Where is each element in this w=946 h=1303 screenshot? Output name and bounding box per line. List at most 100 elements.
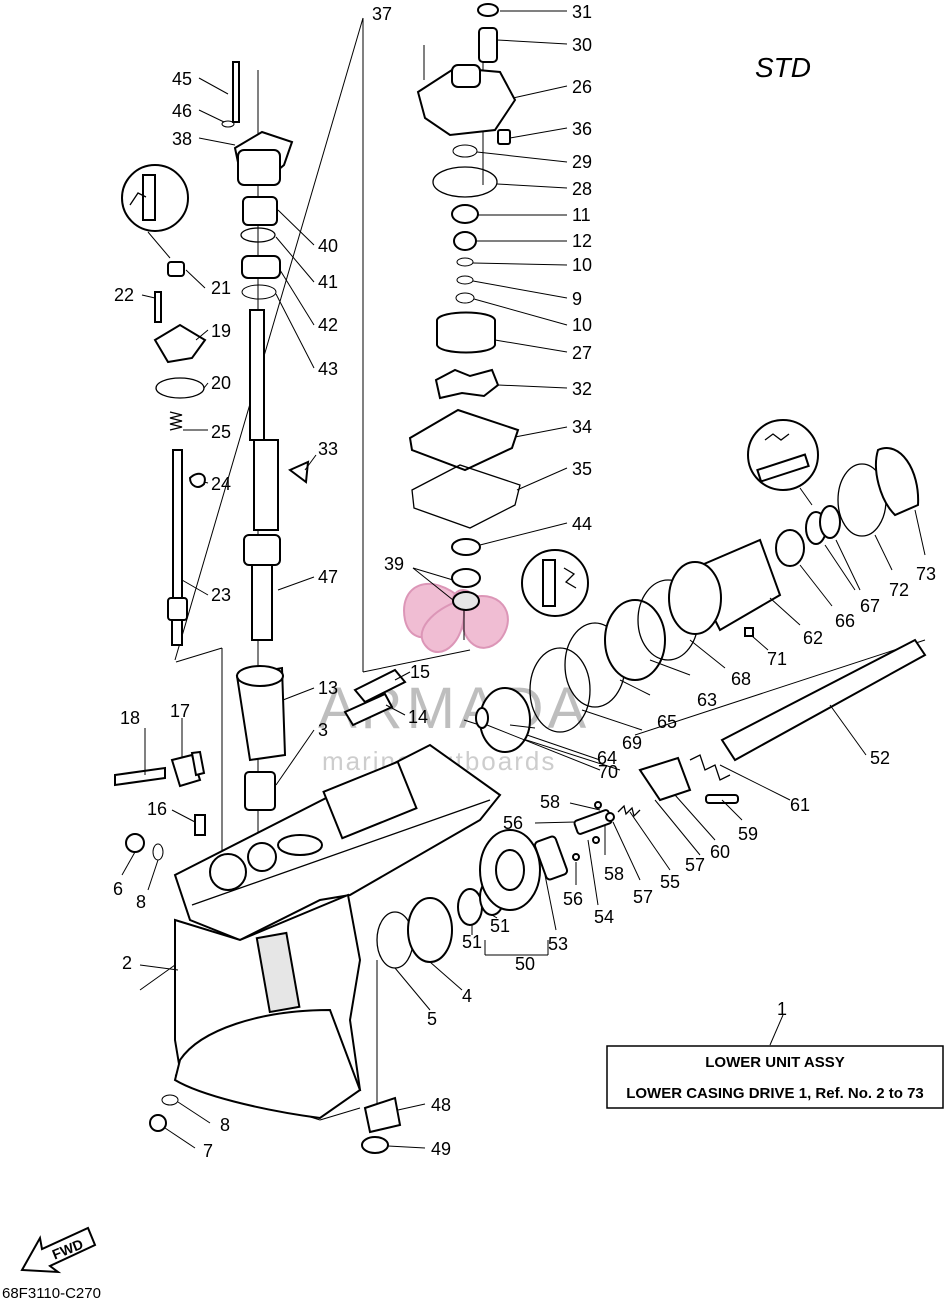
callout-44: 44 [572, 514, 592, 534]
callout-53: 53 [548, 934, 568, 954]
callout-4: 4 [462, 986, 472, 1006]
bolt-16 [194, 814, 206, 836]
callout-70: 70 [598, 762, 618, 782]
bearing-51a [457, 888, 483, 926]
callout-21: 21 [211, 278, 231, 298]
callout-34: 34 [572, 417, 592, 437]
callout-12: 12 [572, 231, 592, 251]
callout-61: 61 [790, 795, 810, 815]
callout-23: 23 [211, 585, 231, 605]
callout-54: 54 [594, 907, 614, 927]
drive-shaft-assembly [221, 61, 310, 811]
drive-shaft-47 [253, 439, 279, 531]
callout-65: 65 [657, 712, 677, 732]
impeller-32 [434, 368, 500, 400]
key-71 [744, 627, 754, 637]
water-tube-seal-30 [478, 27, 498, 63]
impeller-housing-27 [436, 311, 496, 354]
callout-59: 59 [738, 824, 758, 844]
key-33 [288, 460, 310, 484]
title-box-title: LOWER UNIT ASSY [705, 1054, 844, 1071]
callout-8b: 8 [220, 1115, 230, 1135]
shim-5 [376, 911, 414, 969]
callout-numbers: 31 30 26 36 29 28 11 12 10 9 10 27 32 34… [113, 2, 936, 1161]
callout-66: 66 [835, 611, 855, 631]
callout-10a: 10 [572, 255, 592, 275]
callout-15: 15 [410, 662, 430, 682]
callout-73: 73 [916, 564, 936, 584]
pinion-48 [363, 1096, 402, 1134]
callout-38: 38 [172, 129, 192, 149]
grommet-21 [167, 261, 185, 277]
fwd-arrow: FWD [20, 1226, 97, 1274]
callout-8a: 8 [136, 892, 146, 912]
shift-plunger-53 [533, 835, 569, 881]
shim-14 [343, 692, 394, 727]
callout-30: 30 [572, 35, 592, 55]
callout-68: 68 [731, 669, 751, 689]
callout-10b: 10 [572, 315, 592, 335]
callout-58b: 58 [604, 864, 624, 884]
callout-33: 33 [318, 439, 338, 459]
o-ring-20 [155, 377, 205, 399]
callout-51a: 51 [462, 932, 482, 952]
outer-plate-34 [408, 408, 520, 472]
bearing-40 [242, 196, 278, 226]
diagram-code: 68F3110-C270 [2, 1285, 101, 1302]
bearing-66 [775, 529, 805, 567]
water-pump-assembly [408, 3, 521, 611]
shim-41 [240, 227, 276, 243]
callout-47: 47 [318, 567, 338, 587]
callout-6: 6 [113, 879, 123, 899]
callout-3: 3 [318, 720, 328, 740]
propeller-shaft-52 [720, 638, 927, 762]
callout-29: 29 [572, 152, 592, 172]
callout-16: 16 [147, 799, 167, 819]
callout-20: 20 [211, 373, 231, 393]
callout-39: 39 [384, 554, 404, 574]
bearing-4 [407, 897, 453, 963]
callout-41: 41 [318, 272, 338, 292]
callout-45: 45 [172, 69, 192, 89]
spring-61 [689, 754, 731, 781]
callout-52: 52 [870, 748, 890, 768]
callout-48: 48 [431, 1095, 451, 1115]
bolt-6 [125, 833, 145, 853]
spring-25 [169, 411, 183, 431]
callout-57a: 57 [685, 855, 705, 875]
callout-63: 63 [697, 690, 717, 710]
o-ring-29 [452, 144, 478, 158]
callout-2: 2 [122, 953, 132, 973]
collar-39a [451, 568, 481, 588]
shift-rod-joint-19 [153, 323, 207, 364]
plug-7 [149, 1114, 167, 1132]
callout-72: 72 [889, 580, 909, 600]
ring-nut-73 [874, 447, 920, 517]
callout-64: 64 [597, 748, 617, 768]
callout-46: 46 [172, 101, 192, 121]
bolt-22 [154, 291, 162, 323]
spring-55 [617, 804, 641, 818]
grease-detail-icon-mid [521, 549, 589, 617]
callout-60: 60 [710, 842, 730, 862]
ball-57a [605, 812, 615, 822]
variant-label: STD [755, 52, 811, 83]
callout-55: 55 [660, 872, 680, 892]
callout-43: 43 [318, 359, 338, 379]
ring-70 [475, 707, 489, 729]
collar-39b [452, 591, 480, 611]
dowel-44 [451, 538, 481, 556]
nut-49 [361, 1136, 389, 1154]
left-hardware [114, 750, 206, 1132]
callout-18: 18 [120, 708, 140, 728]
washer-8b [161, 1094, 179, 1106]
callout-28: 28 [572, 179, 592, 199]
screw-18 [114, 766, 166, 787]
callout-7: 7 [203, 1141, 213, 1161]
callout-14: 14 [408, 707, 428, 727]
ball-58b [592, 836, 600, 844]
callout-42: 42 [318, 315, 338, 335]
callout-13: 13 [318, 678, 338, 698]
callout-22: 22 [114, 285, 134, 305]
